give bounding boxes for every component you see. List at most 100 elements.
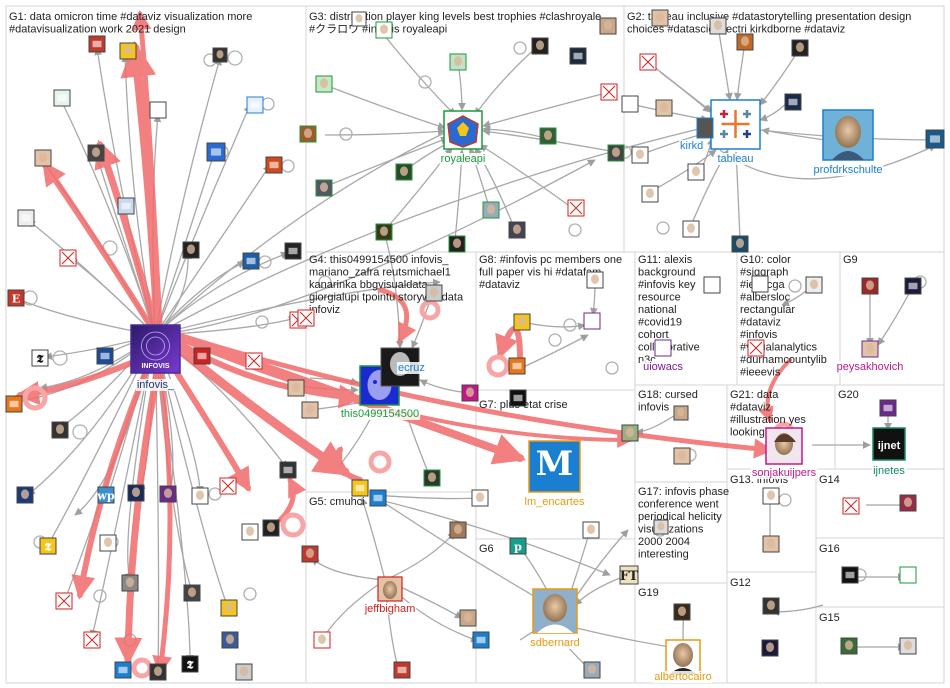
node-thumbnail[interactable]: [459, 609, 477, 627]
node-thumbnail[interactable]: [703, 276, 721, 294]
node-thumbnail[interactable]: [183, 584, 201, 602]
node-thumbnail[interactable]: [682, 220, 700, 238]
node-thumbnail[interactable]: [297, 309, 315, 327]
node-thumbnail[interactable]: [641, 185, 659, 203]
node-sonjakuijpers[interactable]: [765, 427, 803, 465]
node-thumbnail[interactable]: [219, 477, 237, 495]
node-thumbnail[interactable]: [301, 545, 319, 563]
node-thumbnail[interactable]: FT: [619, 565, 639, 585]
node-thumbnail[interactable]: [262, 519, 280, 537]
node-thumbnail[interactable]: [55, 592, 73, 610]
node-thumbnail[interactable]: [599, 17, 617, 35]
node-thumbnail[interactable]: [5, 395, 23, 413]
node-thumbnail[interactable]: [235, 663, 253, 681]
node-thumbnail[interactable]: [395, 163, 413, 181]
node-thumbnail[interactable]: [861, 277, 879, 295]
node-thumbnail[interactable]: [673, 603, 691, 621]
node-thumbnail[interactable]: [899, 566, 917, 584]
node-thumbnail[interactable]: [600, 83, 618, 101]
node-thumbnail[interactable]: [567, 199, 585, 217]
node-thumbnail[interactable]: [673, 447, 691, 465]
node-thumbnail[interactable]: [840, 637, 858, 655]
node-thumbnail[interactable]: [899, 494, 917, 512]
node-thumbnail[interactable]: [791, 39, 809, 57]
node-thumbnail[interactable]: [242, 252, 260, 270]
node-infovis[interactable]: INFOVIS: [130, 324, 181, 374]
node-thumbnail[interactable]: [313, 631, 331, 649]
node-thumbnail[interactable]: 𝕿: [39, 537, 57, 555]
node-thumbnail[interactable]: [471, 489, 489, 507]
node-thumbnail[interactable]: [279, 461, 297, 479]
node-thumbnail[interactable]: [99, 534, 117, 552]
node-thumbnail[interactable]: [83, 631, 101, 649]
node-thumbnail[interactable]: [287, 379, 305, 397]
node-lm-encartes[interactable]: M: [528, 440, 581, 493]
node-thumbnail[interactable]: [191, 487, 209, 505]
node-thumbnail[interactable]: [607, 144, 625, 162]
node-thumbnail[interactable]: [246, 96, 264, 114]
node-thumbnail[interactable]: [709, 17, 727, 35]
node-tableau[interactable]: [710, 99, 761, 150]
node-thumbnail[interactable]: E: [7, 289, 25, 307]
node-thumbnail[interactable]: [301, 401, 319, 419]
node-ijnetes[interactable]: ijnet: [872, 427, 906, 461]
node-thumbnail[interactable]: [621, 424, 639, 442]
node-thumbnail[interactable]: [96, 347, 114, 365]
node-jeffbigham[interactable]: [377, 576, 403, 602]
node-thumbnail[interactable]: [508, 221, 526, 239]
node-thumbnail[interactable]: [654, 339, 672, 357]
node-thumbnail[interactable]: [127, 484, 145, 502]
node-thumbnail[interactable]: [631, 146, 649, 164]
node-thumbnail[interactable]: [51, 421, 69, 439]
node-thumbnail[interactable]: [621, 95, 639, 113]
node-sdbernard[interactable]: [532, 588, 578, 634]
node-thumbnail[interactable]: [119, 42, 137, 60]
node-thumbnail[interactable]: [351, 11, 367, 27]
node-thumbnail[interactable]: [509, 389, 527, 407]
node-thumbnail[interactable]: [841, 566, 859, 584]
node-thumbnail[interactable]: [482, 201, 500, 219]
node-thumbnail[interactable]: [651, 9, 669, 27]
node-thumbnail[interactable]: [241, 523, 259, 541]
node-thumbnail[interactable]: [472, 631, 490, 649]
node-thumbnail[interactable]: [655, 99, 673, 117]
node-thumbnail[interactable]: [508, 357, 526, 375]
node-thumbnail[interactable]: [284, 242, 302, 260]
node-thumbnail[interactable]: [245, 352, 263, 370]
node-thumbnail[interactable]: [639, 53, 657, 71]
node-thumbnail[interactable]: [193, 347, 211, 365]
node-thumbnail[interactable]: [375, 21, 393, 39]
node-thumbnail[interactable]: [687, 163, 705, 181]
node-thumbnail[interactable]: [425, 284, 443, 302]
node-thumbnail[interactable]: [582, 521, 600, 539]
node-albertocairo[interactable]: [665, 639, 701, 675]
node-thumbnail[interactable]: [762, 487, 780, 505]
node-thumbnail[interactable]: [299, 125, 317, 143]
node-thumbnail[interactable]: [751, 275, 769, 293]
node-thumbnail[interactable]: [762, 597, 780, 615]
node-thumbnail[interactable]: 𝕿: [181, 655, 199, 673]
node-thumbnail[interactable]: [448, 235, 466, 253]
node-thumbnail[interactable]: [586, 271, 604, 289]
node-thumbnail[interactable]: [206, 142, 226, 162]
node-thumbnail[interactable]: [114, 661, 132, 679]
node-thumbnail[interactable]: [16, 486, 34, 504]
node-thumbnail[interactable]: [221, 631, 239, 649]
node-thumbnail[interactable]: [449, 521, 467, 539]
node-thumbnail[interactable]: [747, 339, 765, 357]
node-thumbnail[interactable]: [461, 384, 479, 402]
node-thumbnail[interactable]: [149, 101, 167, 119]
node-thumbnail[interactable]: [117, 197, 135, 215]
node-thumbnail[interactable]: [34, 149, 52, 167]
node-thumbnail[interactable]: [673, 405, 689, 421]
node-thumbnail[interactable]: [53, 89, 71, 107]
node-thumbnail[interactable]: [861, 340, 879, 358]
node-thumbnail[interactable]: [784, 93, 802, 111]
node-thumbnail[interactable]: [449, 53, 467, 71]
node-thumbnail[interactable]: [220, 599, 238, 617]
node-thumbnail[interactable]: [736, 33, 754, 51]
node-thumbnail[interactable]: [17, 209, 35, 227]
node-thumbnail[interactable]: [653, 519, 669, 535]
node-thumbnail[interactable]: [904, 277, 922, 295]
node-profdrkschulte[interactable]: [822, 109, 874, 161]
